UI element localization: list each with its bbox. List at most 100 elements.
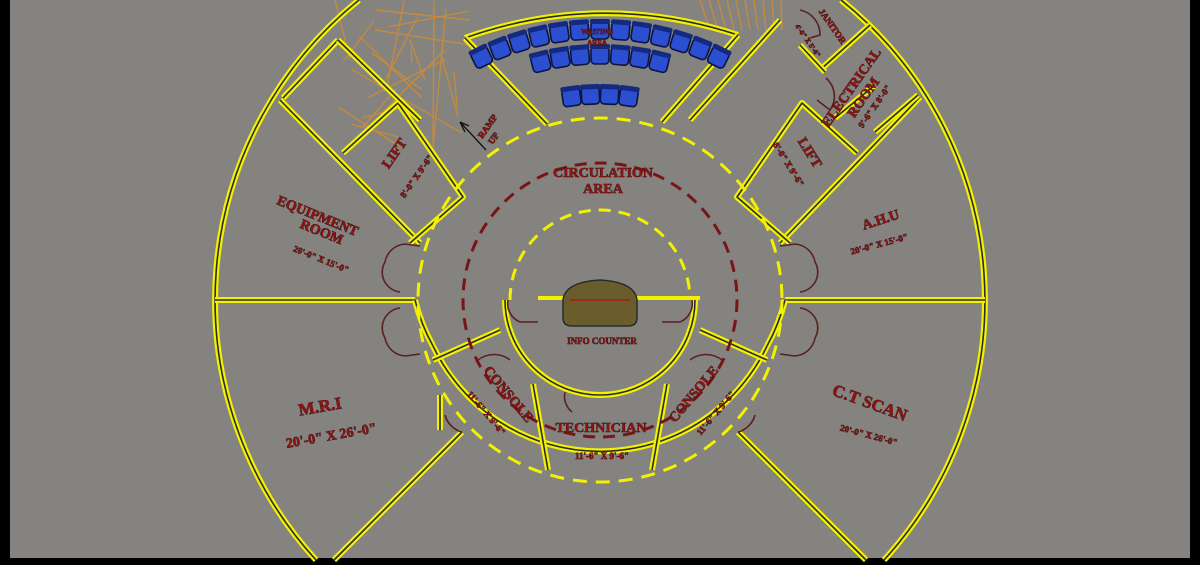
ramp-truss-line xyxy=(717,0,727,31)
ramp-truss-line xyxy=(744,0,751,31)
chair-icon xyxy=(610,19,632,41)
wall-core xyxy=(689,19,781,121)
chair-back xyxy=(568,19,589,26)
waiting-label-2: AREA xyxy=(587,39,607,47)
wall-core xyxy=(414,299,434,347)
chair-back xyxy=(599,83,620,90)
ramp-truss-line xyxy=(753,0,759,31)
door-icon xyxy=(381,243,421,293)
chair-icon xyxy=(648,49,672,74)
wall-core xyxy=(834,84,876,119)
chair-back xyxy=(569,44,590,51)
ramp-truss-line xyxy=(374,9,471,21)
wall-core xyxy=(799,44,826,73)
wall-core xyxy=(464,12,739,39)
wall-core xyxy=(432,329,501,361)
chair-icon xyxy=(609,44,631,67)
chair-back xyxy=(610,44,631,51)
chair-back xyxy=(673,29,693,40)
chair-icon xyxy=(590,19,610,40)
chair-icon xyxy=(669,29,693,54)
info-counter xyxy=(538,279,700,327)
wall-core xyxy=(504,299,696,396)
wall-core xyxy=(337,39,421,121)
chair-icon xyxy=(568,19,590,41)
chair-back xyxy=(527,24,548,33)
chair-back xyxy=(693,35,713,47)
ramp-truss-line xyxy=(780,0,783,31)
chair-icon xyxy=(507,29,531,54)
wall-core xyxy=(333,431,463,561)
inner-dashed-ring xyxy=(508,208,692,301)
door-icon xyxy=(799,9,821,39)
ramp-truss-line xyxy=(735,0,743,31)
info-counter-label: INFO COUNTER xyxy=(567,336,637,346)
ramp-truss-line xyxy=(762,0,767,31)
chair-icon xyxy=(528,49,552,74)
circulation-label: CIRCULATION xyxy=(553,166,653,181)
wall-core xyxy=(779,96,921,244)
chair-back xyxy=(631,46,652,54)
wall-core xyxy=(651,383,668,471)
door-icon xyxy=(737,414,756,433)
technician-label: TECHNICIAN xyxy=(555,421,646,436)
waiting-chairs xyxy=(468,19,732,108)
plan-background xyxy=(10,0,1190,558)
chair-back xyxy=(548,20,569,29)
chair-icon xyxy=(560,84,582,108)
chair-icon xyxy=(580,83,601,106)
ramp-truss-line xyxy=(374,29,471,46)
chair-icon xyxy=(649,24,673,48)
door-icon xyxy=(506,299,538,323)
chair-icon xyxy=(630,20,652,44)
chair-back xyxy=(590,19,610,24)
chair-icon xyxy=(618,84,640,108)
wall-core xyxy=(819,24,871,71)
chair-icon xyxy=(688,35,713,61)
door-icon xyxy=(779,307,819,357)
door-icon xyxy=(381,307,421,357)
chair-back xyxy=(619,84,640,93)
chair-icon xyxy=(548,20,570,44)
door-icon xyxy=(816,77,836,112)
ramp-truss-line xyxy=(350,68,463,134)
ramp-truss-line xyxy=(387,10,470,28)
chair-back xyxy=(611,19,632,26)
wall-core xyxy=(532,383,549,471)
doors xyxy=(381,9,836,433)
chair-icon xyxy=(569,44,591,67)
chair-back xyxy=(590,44,610,49)
wall-core xyxy=(699,329,768,361)
waiting-label: WAITING xyxy=(581,28,613,36)
ramp-truss-line xyxy=(410,48,413,64)
chair-back xyxy=(580,83,601,90)
chair-icon xyxy=(590,44,610,65)
chair-back xyxy=(528,49,549,59)
chair-icon xyxy=(487,35,512,61)
door-icon xyxy=(689,353,723,361)
chair-back xyxy=(548,46,569,54)
chair-back xyxy=(507,29,527,40)
wall-core xyxy=(874,94,919,133)
door-icon xyxy=(779,243,819,293)
ramp-truss-line xyxy=(432,0,435,143)
ramp-truss-line xyxy=(366,58,447,99)
ramp-truss-line xyxy=(386,0,405,89)
circulation-label-2: AREA xyxy=(583,182,624,197)
chair-back xyxy=(487,35,507,47)
ramp-arrow-icon xyxy=(459,121,487,151)
counter-desk xyxy=(562,279,638,327)
outer-dashed-ring xyxy=(416,116,784,484)
ramp-truss-line xyxy=(440,53,459,118)
technician-dim: 11'-6" X 9'-6" xyxy=(575,451,629,461)
ramp-truss-line xyxy=(342,20,375,63)
chair-icon xyxy=(706,43,732,69)
chair-back xyxy=(468,43,488,56)
chair-back xyxy=(631,20,652,29)
ramp-truss-line xyxy=(453,70,458,109)
chair-back xyxy=(652,24,673,33)
chair-icon xyxy=(527,24,551,48)
ramp-truss-line xyxy=(708,0,719,31)
